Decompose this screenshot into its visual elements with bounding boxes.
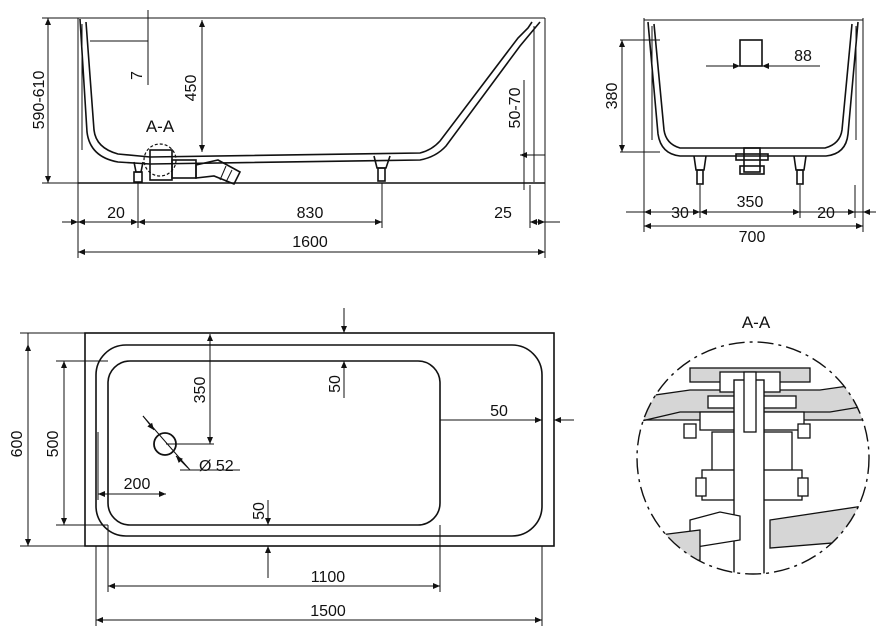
dim-top-rim: 50 xyxy=(327,375,344,393)
dim-bottom-rim: 50 xyxy=(251,502,268,520)
detail-view: A-A xyxy=(636,313,870,575)
dim-drain-y: 350 xyxy=(192,377,209,404)
dim-drain-diameter: Ø 52 xyxy=(199,458,234,475)
dim-water-depth: 450 xyxy=(183,75,200,102)
dim-end-left-offset: 30 xyxy=(671,205,689,222)
top-outer-rim xyxy=(84,332,555,547)
dim-outer-width: 600 xyxy=(9,431,26,458)
side-section-marker-circle xyxy=(143,143,177,177)
dim-foot-spacing: 830 xyxy=(297,205,324,222)
dim-drain-x: 200 xyxy=(124,476,151,493)
dim-right-rim: 50 xyxy=(490,403,508,420)
side-drain-outlet-pipe xyxy=(195,159,242,186)
side-tub-outer-wall xyxy=(79,18,541,165)
dim-height-range: 590-610 xyxy=(31,71,48,130)
side-view: 590-610 7 450 A-A 50-70 20 830 25 1600 xyxy=(31,10,560,258)
dim-left-offset: 20 xyxy=(107,205,125,222)
detail-floor-section xyxy=(637,529,701,571)
dim-inner-depth: 380 xyxy=(604,83,621,110)
dim-inner-width: 500 xyxy=(45,431,62,458)
end-drain-pipe xyxy=(739,39,763,67)
dim-total-length: 1600 xyxy=(292,234,328,251)
dim-outer-length: 1500 xyxy=(310,603,346,620)
side-foot-right xyxy=(373,155,391,169)
top-view: Ø 52 350 50 50 600 500 200 50 xyxy=(9,308,574,626)
end-tub-outer-wall xyxy=(647,21,859,157)
dim-drain-pipe: 88 xyxy=(794,48,812,65)
detail-outline-circle xyxy=(636,341,870,575)
side-tub-inner-wall xyxy=(85,21,533,158)
side-drain-body xyxy=(149,149,173,181)
dim-inner-length: 1100 xyxy=(311,569,346,586)
end-view: 88 380 30 350 20 700 xyxy=(604,18,876,246)
detail-label: A-A xyxy=(742,313,771,332)
side-foot-right-pad xyxy=(377,167,386,182)
end-foot-right xyxy=(793,155,807,171)
side-foot-left-pad xyxy=(133,171,143,183)
dim-total-width: 700 xyxy=(739,229,766,246)
dim-right-offset: 25 xyxy=(494,205,512,222)
dim-overflow-depth: 7 xyxy=(129,71,146,80)
dim-end-right-offset: 20 xyxy=(817,205,835,222)
end-tub-inner-wall xyxy=(653,23,853,149)
side-section-label: A-A xyxy=(146,117,175,136)
top-tub-basin-edge xyxy=(95,344,543,537)
dim-end-foot-spacing: 350 xyxy=(737,194,764,211)
end-foot-left xyxy=(693,155,707,171)
dim-foot-clearance: 50-70 xyxy=(507,87,524,128)
